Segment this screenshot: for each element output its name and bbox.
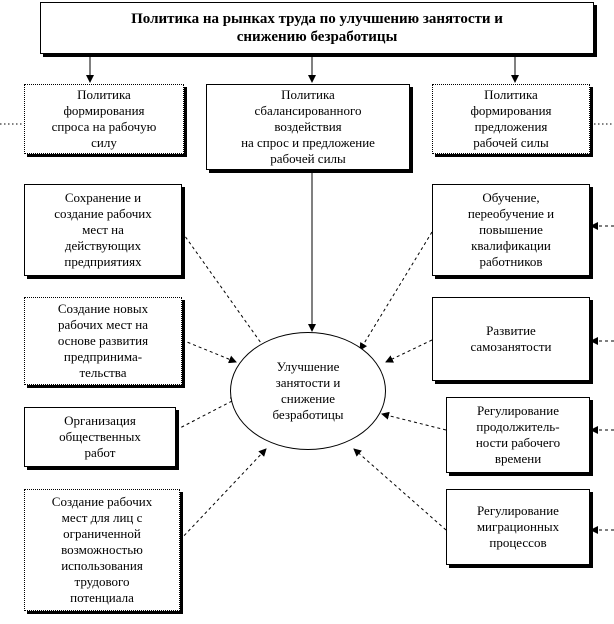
arrow-right-measure-2 <box>385 339 433 363</box>
policy-supply-box: Политика формирования предложения рабоче… <box>432 84 590 154</box>
arrow-left-measure-2 <box>181 339 237 364</box>
right-measure-1-box: Обучение, переобучение и повышение квали… <box>432 184 590 276</box>
left-measure-2-box: Создание новых рабочих мест на основе ра… <box>24 297 182 385</box>
left-measure-1-box: Сохранение и создание рабочих мест на де… <box>24 184 182 276</box>
left-measure-4-box: Создание рабочих мест для лиц с ограниче… <box>24 489 180 611</box>
policy-balanced-box: Политика сбалансированного воздействия н… <box>206 84 410 170</box>
arrow-left-measure-1 <box>181 231 267 351</box>
arrow-left-measure-4 <box>179 448 267 541</box>
left-measure-3-box: Организация общественных работ <box>24 407 176 467</box>
right-measure-2-box: Развитие самозанятости <box>432 297 590 381</box>
arrow-right-measure-1 <box>359 231 433 351</box>
right-measure-4-box: Регулирование миграционных процессов <box>446 489 590 565</box>
arrow-left-measure-3 <box>175 397 239 431</box>
arrow-right-measure-3 <box>381 411 447 431</box>
policy-demand-box: Политика формирования спроса на рабочую … <box>24 84 184 154</box>
goal-ellipse: Улучшение занятости и снижение безработи… <box>230 332 386 450</box>
arrow-right-measure-4 <box>353 448 447 531</box>
diagram-title: Политика на рынках труда по улучшению за… <box>40 2 594 54</box>
right-measure-3-box: Регулирование продолжитель- ности рабоче… <box>446 397 590 473</box>
